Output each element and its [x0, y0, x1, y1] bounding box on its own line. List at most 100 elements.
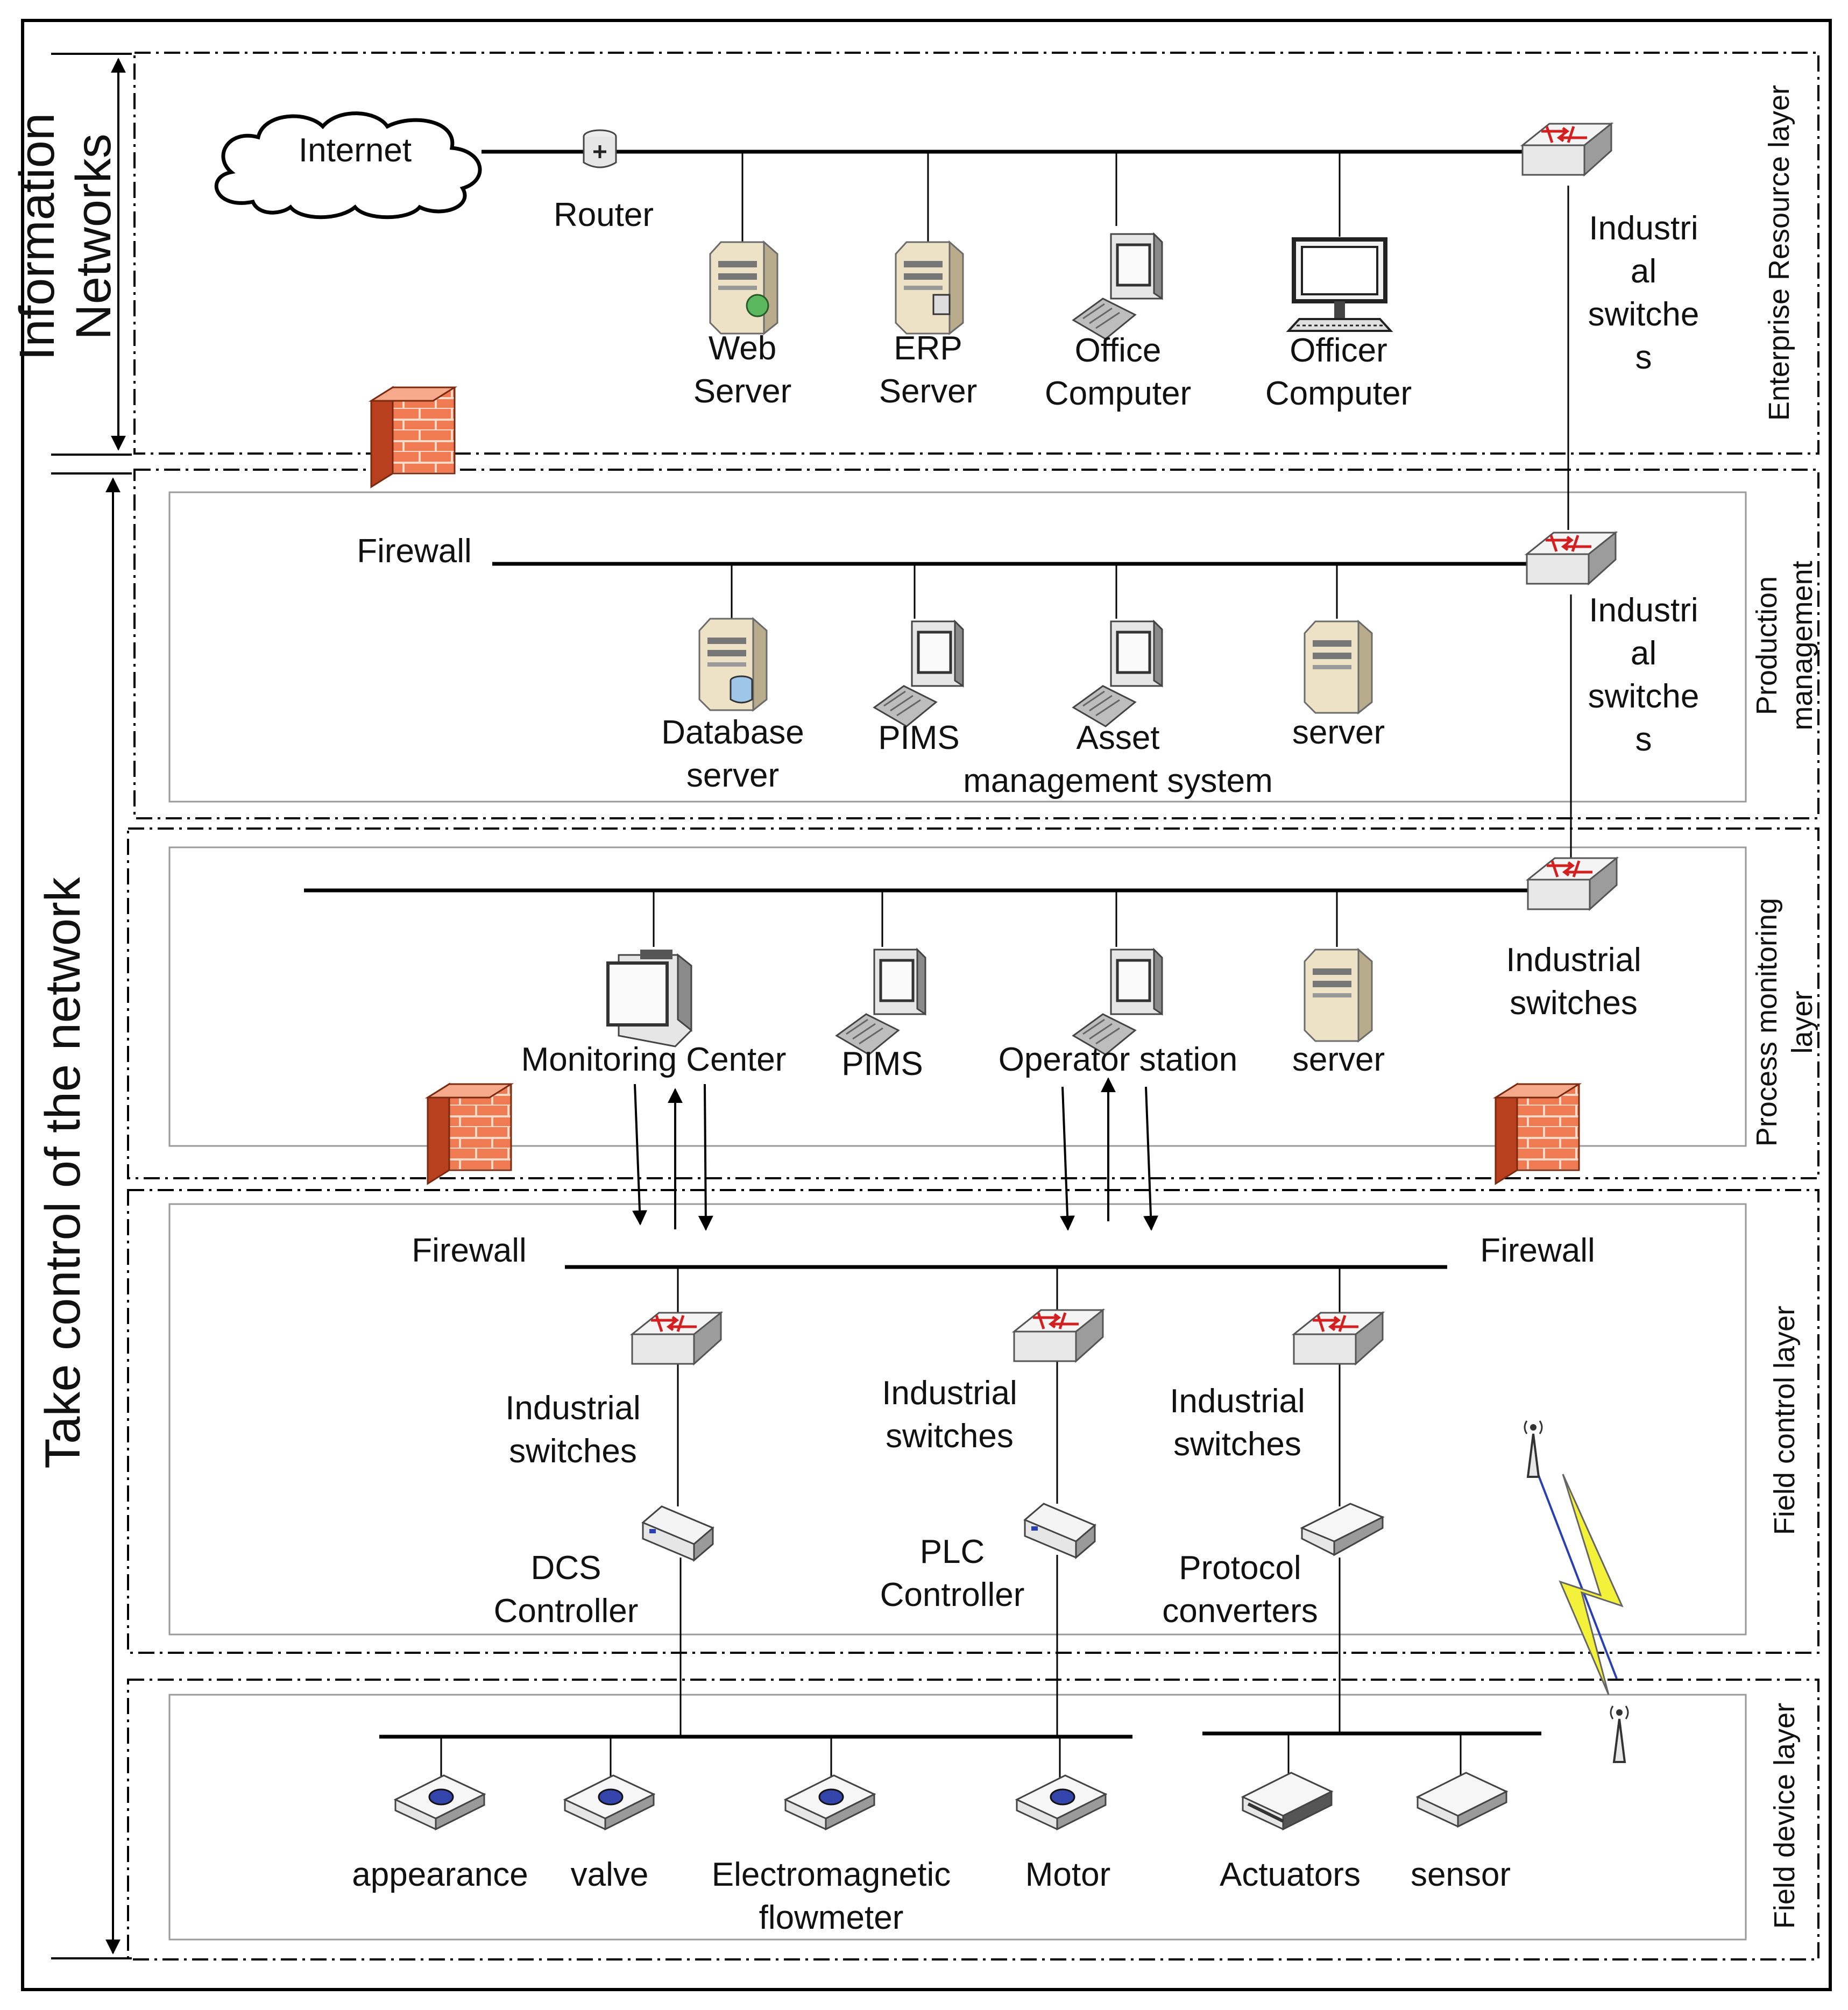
layer-label-enterprise: Enterprise Resource layer: [1763, 85, 1795, 421]
field-device-icon: [784, 1774, 875, 1830]
monitoring-center-label: Monitoring Center: [521, 1041, 787, 1078]
server-icon: [1304, 620, 1373, 714]
server-label: server: [1292, 1041, 1385, 1078]
router-label: Router: [554, 196, 654, 233]
layer-boxes: [127, 52, 1819, 1961]
computer-icon: [1073, 234, 1162, 339]
internet-label: Internet: [299, 132, 412, 169]
dcs-controller: DCS Controller: [494, 1505, 714, 1630]
server-label: server: [1292, 714, 1385, 751]
office-computer-label-1: Office: [1075, 332, 1162, 369]
valve-label: valve: [571, 1856, 649, 1893]
asset-management-label-1: Asset: [1076, 719, 1159, 756]
computer-icon: [1073, 621, 1162, 726]
field-device-icon: [1241, 1772, 1334, 1831]
plc-label-1: PLC: [920, 1533, 985, 1570]
device-appearance: appearance: [352, 1774, 528, 1893]
cloud-icon: [214, 111, 482, 220]
field-device-icon: [564, 1774, 655, 1830]
asset-management-label-2: management system: [963, 762, 1272, 799]
switch-label-1: Industri: [1589, 592, 1698, 629]
pims-label: PIMS: [878, 719, 960, 756]
side-label-networks: Networks: [66, 133, 121, 339]
database-server-label-2: server: [686, 757, 779, 794]
wireless-link: [1535, 1468, 1624, 1695]
switch-label-3: switche: [1588, 296, 1700, 333]
lightning-icon: [1559, 1474, 1624, 1695]
switch-label-2: switches: [886, 1418, 1014, 1455]
firewall-icon: [370, 386, 456, 488]
firewall-field-left: Firewall: [412, 1083, 527, 1269]
industrial-switch-protocol: Industrial switches: [1170, 1313, 1383, 1463]
actuators-label: Actuators: [1220, 1856, 1361, 1893]
layer-label-production-2: management: [1786, 561, 1818, 730]
switch-icon: [632, 1313, 721, 1364]
motor-label: Motor: [1025, 1856, 1110, 1893]
asset-management-system: Asset management system: [963, 621, 1273, 799]
controller-icon: [1024, 1503, 1096, 1559]
internet-cloud: Internet: [214, 111, 482, 220]
web-server-label-2: Server: [693, 373, 792, 410]
erp-server: ERP Server: [879, 241, 977, 410]
computer-icon: [1073, 950, 1162, 1054]
switch-icon: [1523, 124, 1611, 175]
server-icon: [895, 241, 964, 335]
flowmeter-label-1: Electromagnetic: [712, 1856, 951, 1893]
dcs-label-2: Controller: [494, 1593, 639, 1630]
antenna-icon: [1610, 1705, 1629, 1763]
web-server-label-1: Web: [709, 330, 776, 367]
monitor-icon: [1288, 239, 1391, 331]
monitor-icon: [606, 950, 692, 1048]
switch-icon: [1294, 1313, 1383, 1364]
side-label-information: Information: [10, 113, 65, 360]
switch-label-2: al: [1631, 253, 1656, 290]
side-label-take-control: Take control of the network: [36, 876, 90, 1468]
monitoring-center: Monitoring Center: [521, 950, 787, 1078]
switch-label-1: Industrial: [1170, 1383, 1305, 1420]
computer-icon: [837, 950, 925, 1054]
switch-label-1: Industrial: [1506, 942, 1641, 979]
switch-label-2: switches: [1173, 1426, 1301, 1463]
switch-label-3: switche: [1588, 678, 1700, 715]
industrial-switch-production: Industri al switche s: [1527, 533, 1699, 758]
erp-server-label-1: ERP: [894, 330, 962, 367]
firewall-right-label: Firewall: [1480, 1232, 1595, 1269]
inner-boxes: [168, 491, 1747, 1941]
plc-label-2: Controller: [880, 1576, 1025, 1613]
device-actuators: [1241, 1772, 1334, 1831]
controller-icon: [1300, 1503, 1385, 1556]
server-icon: [1304, 949, 1373, 1042]
device-flowmeter: Electromagnetic flowmeter: [712, 1774, 951, 1936]
firewall-icon: [427, 1083, 512, 1185]
office-computer: Office Computer: [1045, 234, 1191, 412]
firewall-left-label: Firewall: [412, 1232, 527, 1269]
drop-lines: [440, 152, 1572, 1781]
switch-icon: [1527, 533, 1616, 584]
switch-label-4: s: [1635, 721, 1652, 758]
industrial-switch-process: Industrial switches: [1506, 858, 1641, 1022]
router-icon: [583, 129, 617, 168]
switch-label-1: Industrial: [505, 1390, 641, 1427]
flowmeter-label-2: flowmeter: [759, 1899, 904, 1936]
firewall-icon: [1495, 1083, 1580, 1185]
outer-frame: [21, 19, 1832, 1991]
appearance-label: appearance: [352, 1856, 528, 1893]
firewall-field-right: Firewall: [1480, 1083, 1595, 1269]
protocol-converter: [1300, 1503, 1385, 1556]
antenna-icon: [1524, 1420, 1543, 1478]
field-device-icon: [394, 1774, 485, 1830]
database-server: Database server: [661, 618, 804, 794]
switch-label-2: switches: [509, 1433, 637, 1470]
officer-computer-label-2: Computer: [1265, 375, 1412, 412]
server-process: server: [1292, 949, 1385, 1078]
plc-controller: PLC Controller: [880, 1503, 1096, 1613]
layer-label-field-device: Field device layer: [1768, 1703, 1801, 1929]
device-valve: valve: [564, 1774, 655, 1893]
industrial-switch-dcs: Industrial switches: [505, 1313, 721, 1470]
industrial-switch-plc: Industrial switches: [882, 1310, 1103, 1455]
computer-icon: [874, 621, 963, 726]
pims-production: PIMS: [874, 621, 963, 756]
officer-computer-label-1: Officer: [1290, 332, 1387, 369]
layer-label-process-2: layer: [1786, 990, 1818, 1053]
switch-icon: [1014, 1310, 1103, 1361]
